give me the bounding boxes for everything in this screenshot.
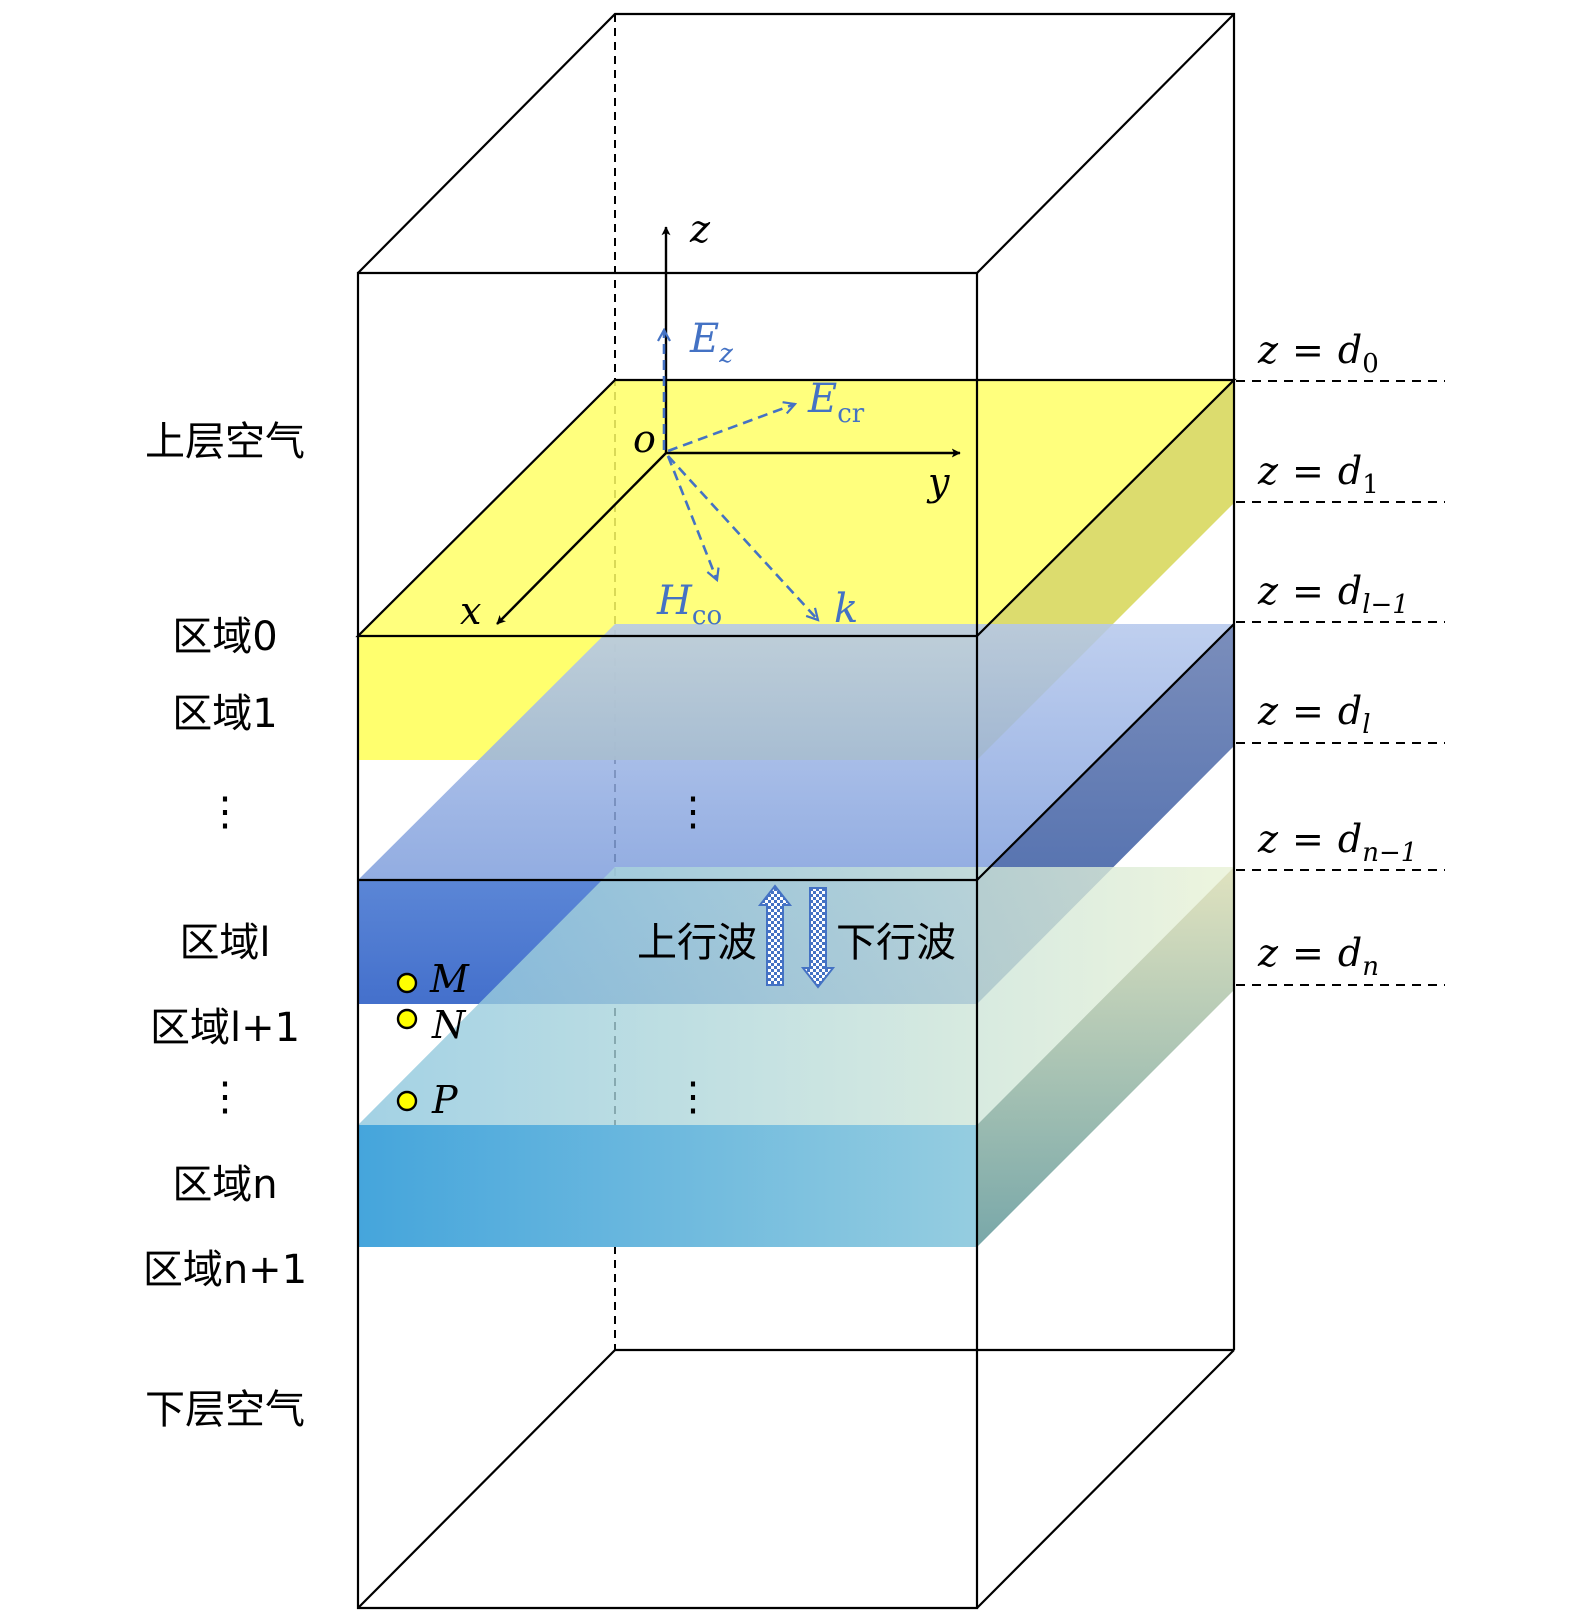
y-axis-label: y (926, 460, 950, 504)
ez-label: Ez (689, 316, 733, 369)
interface-labels: z=d0 z=d1 z=dl−1 z=dl z=dn−1 z=dn (1257, 328, 1417, 982)
point-n-marker (396, 1008, 418, 1030)
field-vectors (664, 330, 818, 620)
label-region-l: 区域l (179, 920, 270, 966)
point-n-label: N (431, 1003, 467, 1047)
ecr-vector (667, 404, 795, 453)
interface-label-dn-1: z=dn−1 (1257, 817, 1417, 868)
label-region-0: 区域0 (172, 614, 277, 660)
up-wave-arrow (757, 884, 793, 986)
point-p-marker (396, 1090, 418, 1112)
label-upper-air: 上层空气 (145, 419, 305, 465)
region-labels: 上层空气 区域0 区域1 ⋮ 区域l 区域l+1 ⋮ 区域n 区域n+1 下层空… (143, 419, 307, 1433)
hco-vector (666, 455, 717, 580)
label-region-n: 区域n (172, 1162, 277, 1208)
inner-ellipsis-upper: ⋮ (673, 789, 713, 835)
z-axis-label: z (689, 207, 711, 251)
x-axis (496, 452, 667, 625)
origin-label: o (633, 417, 656, 461)
interface-label-dl: z=dl (1257, 689, 1371, 740)
interface-label-dl-1: z=dl−1 (1257, 569, 1409, 620)
box-edges (355, 12, 1237, 1610)
interface-label-d0: z=d0 (1257, 328, 1379, 379)
k-vector (667, 455, 818, 620)
x-axis-label: x (460, 589, 481, 633)
point-p-label: P (431, 1078, 459, 1122)
hco-label: Hco (656, 578, 722, 631)
label-lower-air: 下层空气 (145, 1387, 305, 1433)
label-region-1: 区域1 (172, 691, 277, 737)
left-ellipsis-upper: ⋮ (205, 789, 245, 835)
observation-points (396, 972, 418, 1112)
interface-lines (1236, 380, 1445, 986)
down-wave-label: 下行波 (836, 920, 956, 966)
label-region-l1: 区域l+1 (150, 1005, 300, 1051)
interface-label-dn: z=dn (1257, 931, 1379, 982)
label-region-n1: 区域n+1 (143, 1247, 307, 1293)
ecr-label: Ecr (807, 376, 865, 429)
inner-ellipsis-lower: ⋮ (673, 1074, 713, 1120)
k-label: k (834, 586, 858, 632)
left-ellipsis-lower: ⋮ (205, 1074, 245, 1120)
point-m-label: M (429, 957, 470, 1001)
point-m-marker (396, 972, 418, 994)
up-wave-label: 上行波 (637, 920, 757, 966)
down-wave-arrow (800, 887, 836, 989)
interface-label-d1: z=d1 (1257, 449, 1379, 500)
cyan-layer (358, 867, 1234, 1247)
wave-arrows (757, 884, 836, 989)
